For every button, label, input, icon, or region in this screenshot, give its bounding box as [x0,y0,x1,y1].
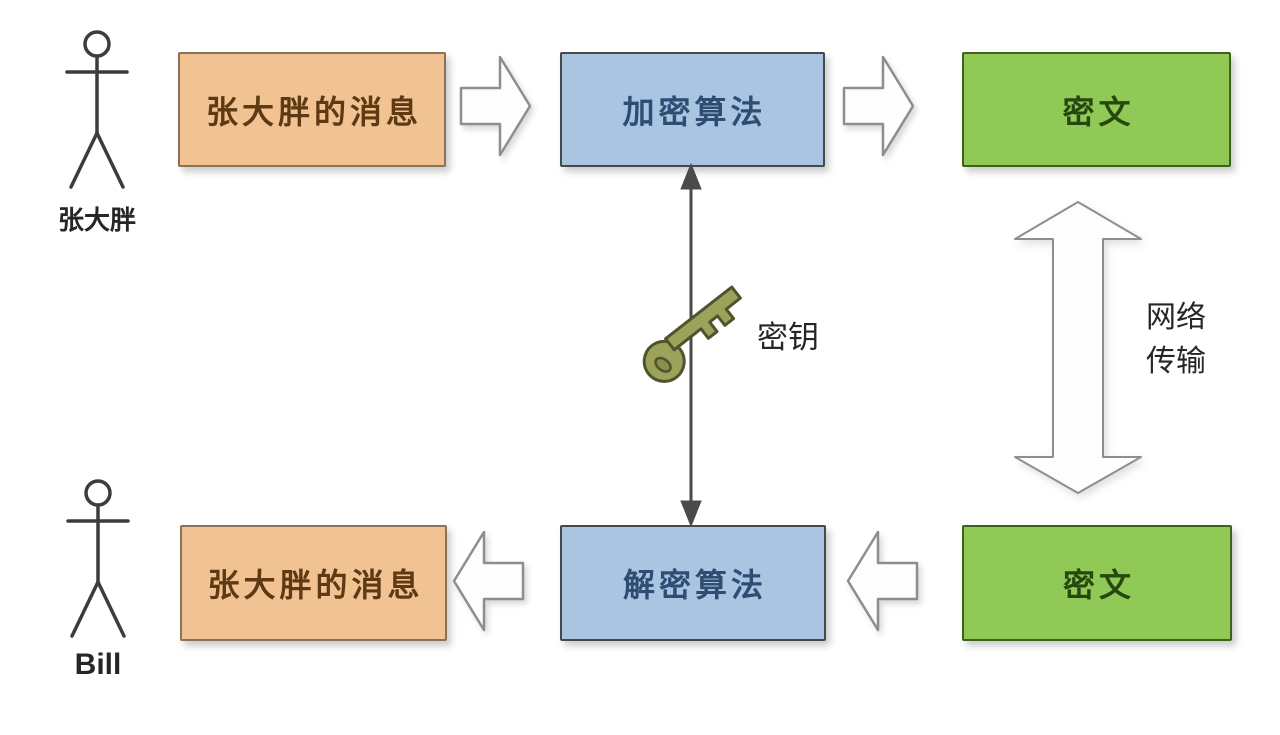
ciphertext-text-top: 密文 [1062,93,1135,130]
sender-name-label: 张大胖 [57,205,136,235]
network-transfer-label: 网络 传输 [1128,296,1224,384]
receiver-stick-figure-icon [66,479,130,638]
key-icon [642,285,742,383]
arrow-encrypt-to-cipher-icon [842,55,915,157]
arrow-message-to-encrypt-icon [459,55,532,157]
key-label: 密钥 [757,320,819,355]
arrow-decrypt-to-message-icon [452,530,525,632]
key-connector-double-arrow-icon [680,162,702,528]
ciphertext-box-top: 密文 [962,52,1231,167]
decryption-algorithm-box: 解密算法 [560,525,826,641]
arrow-cipher-to-decrypt-icon [846,530,919,632]
sender-stick-figure-icon [65,30,129,189]
receiver-name-label: Bill [74,648,122,681]
ciphertext-text-bottom: 密文 [1062,567,1135,603]
plaintext-message-text-bottom: 张大胖的消息 [207,567,424,603]
plaintext-message-text-top: 张大胖的消息 [205,93,422,130]
encryption-algorithm-box: 加密算法 [560,52,825,167]
decryption-algorithm-text: 解密算法 [622,567,767,603]
encryption-algorithm-text: 加密算法 [622,93,767,130]
plaintext-message-box-bottom: 张大胖的消息 [180,525,447,641]
ciphertext-box-bottom: 密文 [962,525,1232,641]
network-transfer-double-arrow-icon [1014,201,1142,494]
plaintext-message-box-top: 张大胖的消息 [178,52,446,167]
network-transfer-label-line2: 传输 [1146,345,1206,378]
network-transfer-label-line1: 网络 [1146,301,1206,334]
